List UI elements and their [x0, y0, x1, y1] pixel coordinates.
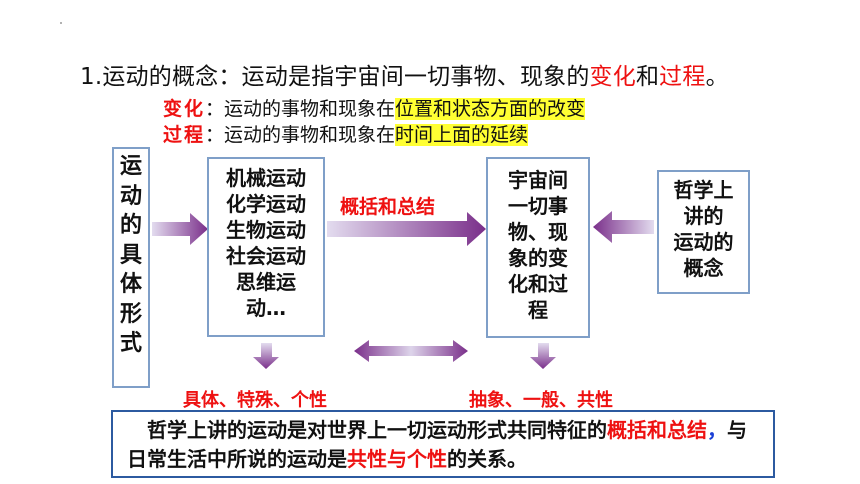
definition-process: 过程：运动的事物和现象在时间上面的延续 [163, 122, 529, 148]
label-abstract-general: 抽象、一般、共性 [469, 390, 613, 411]
arrow-philosophy-to-concept [593, 211, 654, 243]
conclusion-text: 哲学上讲的运动是对世界上一切运动形式共同特征的概括和总结，与日常生活中所说的运动… [113, 412, 773, 474]
concept-line: 宇宙间 [508, 168, 568, 192]
philosophy-concept-box: 哲学上 讲的 运动的 概念 [657, 170, 750, 294]
philosophy-concept-text: 哲学上 讲的 运动的 概念 [659, 172, 748, 281]
definition-highlight: 时间上面的延续 [395, 124, 529, 146]
philosophy-line: 讲的 [683, 204, 724, 228]
definition-term: 过程 [163, 124, 206, 146]
conclusion-box: 哲学上讲的运动是对世界上一切运动形式共同特征的概括和总结，与日常生活中所说的运动… [111, 410, 775, 478]
motion-form-line: 机械运动 [226, 166, 306, 190]
corner-dot [60, 22, 62, 24]
page-title: 1.运动的概念：运动是指宇宙间一切事物、现象的变化和过程。 [80, 57, 729, 91]
motion-form-line: 化学运动 [226, 192, 306, 216]
philosophy-line: 概念 [683, 256, 724, 280]
conclusion-emphasis: 概括和总结 [607, 418, 707, 442]
definition-text: ：运动的事物和现象在 [205, 124, 396, 146]
label-concrete-particular: 具体、特殊、个性 [183, 390, 327, 411]
title-end: 。 [705, 64, 729, 90]
conclusion-comma: ， [707, 418, 727, 442]
conclusion-emphasis: 共性与个性 [347, 447, 447, 471]
concept-line: 一切事 [508, 194, 568, 218]
arrow-forms-down [253, 343, 279, 369]
motion-forms-box: 机械运动 化学运动 生物运动 社会运动 思维运 动… [207, 157, 325, 337]
definition-change: 变化：运动的事物和现象在位置和状态方面的改变 [163, 96, 586, 122]
motion-form-line: 社会运动 [226, 244, 306, 268]
title-term-process: 过程 [659, 64, 706, 90]
conclusion-part: 的关系。 [447, 447, 527, 471]
conclusion-part: 哲学上讲的运动是对世界上一切运动形式共同特征的 [147, 418, 607, 442]
concrete-forms-box: 运动的具体形式 [112, 147, 150, 388]
arrow-forms-to-concept [327, 212, 486, 246]
concrete-forms-text: 运动的具体形式 [119, 154, 142, 356]
summary-arrow-label: 概括和总结 [340, 196, 436, 218]
motion-form-line: 生物运动 [226, 218, 306, 242]
concept-line: 化和过 [508, 272, 568, 296]
motion-forms-list: 机械运动 化学运动 生物运动 社会运动 思维运 动… [209, 159, 323, 321]
arrow-left-box-to-forms [152, 213, 208, 245]
definition-text: ：运动的事物和现象在 [205, 98, 396, 120]
definition-term: 变化 [163, 98, 206, 120]
philosophy-line: 运动的 [673, 230, 734, 254]
title-term-change: 变化 [589, 64, 636, 90]
concept-line: 程 [528, 298, 548, 322]
motion-form-line: 思维运 [236, 270, 296, 294]
universal-concept-text: 宇宙间 一切事 物、现 象的变 化和过 程 [488, 159, 588, 323]
universal-concept-box: 宇宙间 一切事 物、现 象的变 化和过 程 [486, 157, 590, 338]
arrow-bidirectional [354, 340, 468, 362]
title-text: 1.运动的概念：运动是指宇宙间一切事物、现象的 [80, 64, 590, 90]
concept-line: 象的变 [508, 246, 568, 270]
title-and: 和 [635, 64, 660, 90]
conclusion-part: 与日常生活中所说的运动是 [127, 418, 747, 471]
philosophy-line: 哲学上 [673, 178, 734, 202]
definition-highlight: 位置和状态方面的改变 [395, 98, 586, 120]
arrow-concept-down [530, 343, 556, 369]
motion-form-line: 动… [246, 296, 286, 320]
concept-line: 物、现 [508, 220, 568, 244]
